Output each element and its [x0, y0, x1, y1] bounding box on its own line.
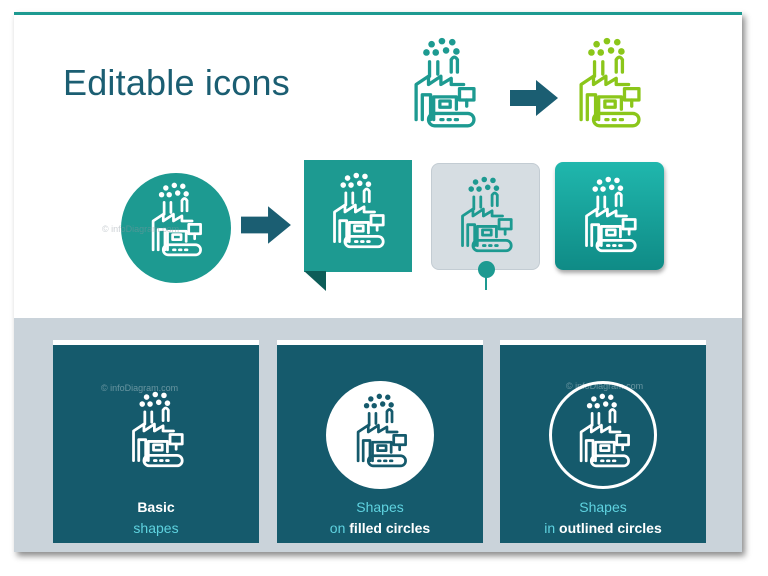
- factory-icon: [573, 393, 635, 471]
- card-label: Basic shapes: [53, 497, 259, 539]
- factory-icon: [454, 176, 518, 256]
- card-label-bold: outlined circles: [559, 520, 662, 536]
- card-label-prefix: in: [544, 520, 556, 536]
- card-label-prefix: on: [329, 520, 346, 536]
- card-basic-shapes: © infoDiagram.com Basic shapes: [53, 340, 259, 543]
- factory-icon: [326, 172, 390, 252]
- watermark: © infoDiagram.com: [566, 381, 644, 391]
- arrow-right-icon: [510, 78, 560, 118]
- factory-icon: [406, 37, 482, 132]
- arrow-right-icon: [241, 204, 293, 246]
- factory-icon: [125, 391, 189, 471]
- card-label-line1: Basic: [137, 499, 175, 515]
- card-filled-circles: Shapes on filled circles: [277, 340, 483, 543]
- page-title: Editable icons: [63, 62, 290, 103]
- card-label-bold: filled circles: [349, 520, 431, 536]
- pin-dot: [478, 261, 495, 278]
- top-accent-line: [14, 12, 742, 15]
- outlined-circle: [549, 381, 657, 489]
- factory-icon: [145, 182, 207, 260]
- card-label: Shapes in outlined circles: [500, 497, 706, 539]
- banner-tile: [304, 160, 412, 272]
- card-label-line1: Shapes: [579, 499, 627, 515]
- banner-fold: [304, 271, 326, 291]
- factory-icon: [571, 37, 647, 132]
- factory-icon: [350, 393, 412, 471]
- slide: Editable icons © infoDiagram.com © in: [14, 12, 742, 552]
- factory-icon: [578, 176, 642, 256]
- card-label-line1: Shapes: [356, 499, 404, 515]
- watermark: © infoDiagram.com: [101, 383, 179, 393]
- card-label: Shapes on filled circles: [277, 497, 483, 539]
- card-label-line2: shapes: [133, 520, 179, 536]
- watermark: © infoDiagram.com: [102, 224, 180, 234]
- pin-line: [485, 274, 487, 290]
- card-outlined-circles: © infoDiagram.com Shapes in outlined cir…: [500, 340, 706, 543]
